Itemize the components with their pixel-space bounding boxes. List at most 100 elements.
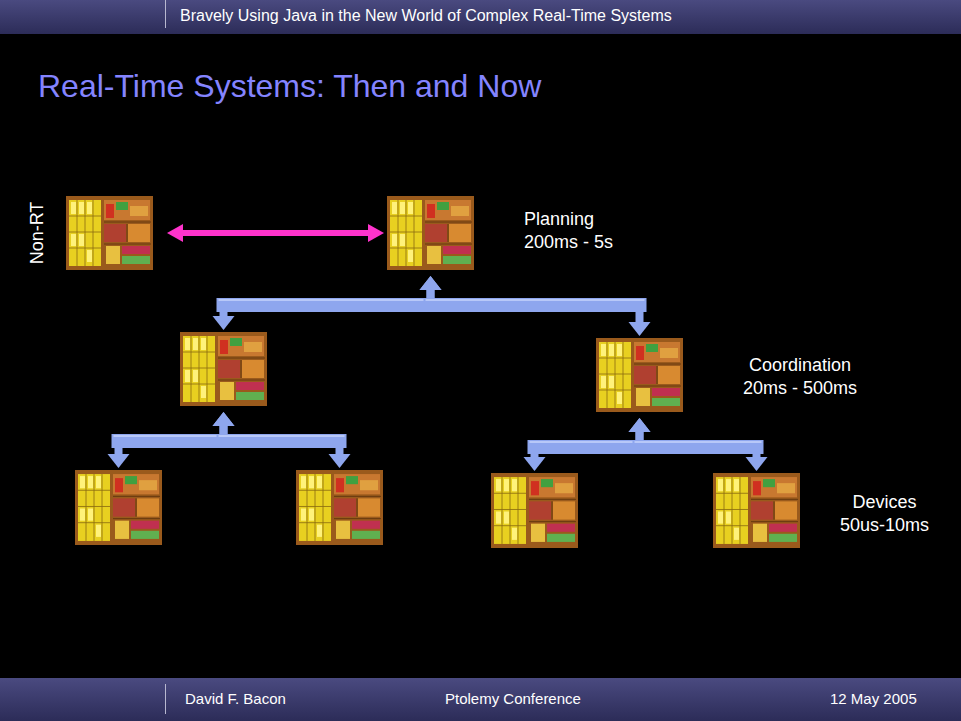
chip-detail [218,360,240,378]
chip-detail [769,534,797,542]
timing-range: 200ms - 5s [524,231,613,254]
chip-detail [634,366,656,384]
chip-detail [751,477,797,497]
chip-detail [336,478,344,492]
bus-stub [753,447,761,458]
link-line [181,230,370,236]
chip-detail [734,479,739,491]
chip-detail [193,338,198,350]
chip-detail [88,509,93,521]
bus-highlight [426,299,645,301]
chip-label: Devices50us-10ms [840,491,929,537]
chip-detail [301,476,306,488]
chip-detail [609,376,614,388]
chip-detail [317,525,322,537]
bus-highlight [219,435,345,437]
label-holder: David F. Bacon [185,690,286,707]
chip-detail [122,246,150,254]
chip-detail [753,481,761,495]
chip-detail [296,470,383,545]
connector [108,412,235,468]
chip-label: Coordination20ms - 500ms [743,354,857,400]
bus-highlight [530,441,645,443]
chip-detail [309,509,314,521]
chip-detail [494,477,526,544]
arrow-head [629,418,651,432]
chip-detail [512,479,517,491]
tier-name: Planning [524,208,613,231]
processor-chip: Planning200ms - 5s [387,196,474,270]
arrow-head [213,412,235,426]
chip-detail [753,524,767,542]
chip-detail [636,346,644,360]
chip-detail [609,344,614,356]
chip-detail [504,512,509,524]
chip-detail [449,224,471,242]
chip-detail [242,360,264,378]
arrow-head [213,316,235,330]
chip-detail [763,479,775,487]
chip-detail [185,338,190,350]
chip-detail [334,474,380,494]
chip-detail [115,521,129,539]
bus-highlight [635,441,762,443]
processor-chip: Coordination20ms - 500ms [596,338,683,412]
arrow-head [420,276,442,290]
chip-detail [496,512,501,524]
chip-detail [80,476,85,488]
chip-die-image [491,473,578,548]
chip-detail [751,499,798,521]
chip-detail [299,474,331,541]
chip-detail [660,348,678,358]
connector [629,418,768,471]
chip-detail [78,474,110,541]
chip-detail [352,521,380,529]
chip-detail [346,476,358,484]
chip-die-image [75,470,162,545]
chip-detail [113,498,135,516]
bus-stub [531,447,539,458]
conference-name: Ptolemy Conference [445,690,581,707]
processor-chip [180,332,267,406]
arrow-head [167,224,183,242]
chip-detail [408,250,413,262]
chip-detail [115,478,123,492]
chip-detail [104,222,151,244]
connector [167,224,384,242]
chip-detail [496,479,501,491]
chip-detail [400,234,405,246]
chip-detail [529,477,575,497]
chip-detail [113,496,160,518]
chip-detail [130,206,148,216]
chip-detail [66,196,153,270]
tier-name: Devices [840,491,929,514]
chip-detail [491,473,578,548]
arrow-head [746,457,768,471]
processor-chip: Devices50us-10ms [713,473,800,548]
chip-detail [636,388,650,406]
chip-detail [408,202,413,214]
arrow-head [524,457,546,471]
chip-detail [427,246,441,264]
chip-detail [87,202,92,214]
chip-detail [334,496,381,518]
bus-stub [220,305,228,317]
footer-separator [165,684,166,714]
bus-stub [115,441,123,455]
chip-detail [547,534,575,542]
chip-detail [75,470,162,545]
chip-detail [71,234,76,246]
chip-detail [555,483,573,493]
chip-label: Planning200ms - 5s [524,208,613,254]
chip-detail [360,480,378,490]
chip-detail [437,202,449,210]
chip-detail [122,256,150,264]
arrow-head [368,224,384,242]
slide-title: Real-Time Systems: Then and Now [38,68,541,105]
arrow-head [629,418,651,432]
chip-detail [201,338,206,350]
chip-detail [79,234,84,246]
chip-detail [553,501,575,519]
chip-detail [71,202,76,214]
